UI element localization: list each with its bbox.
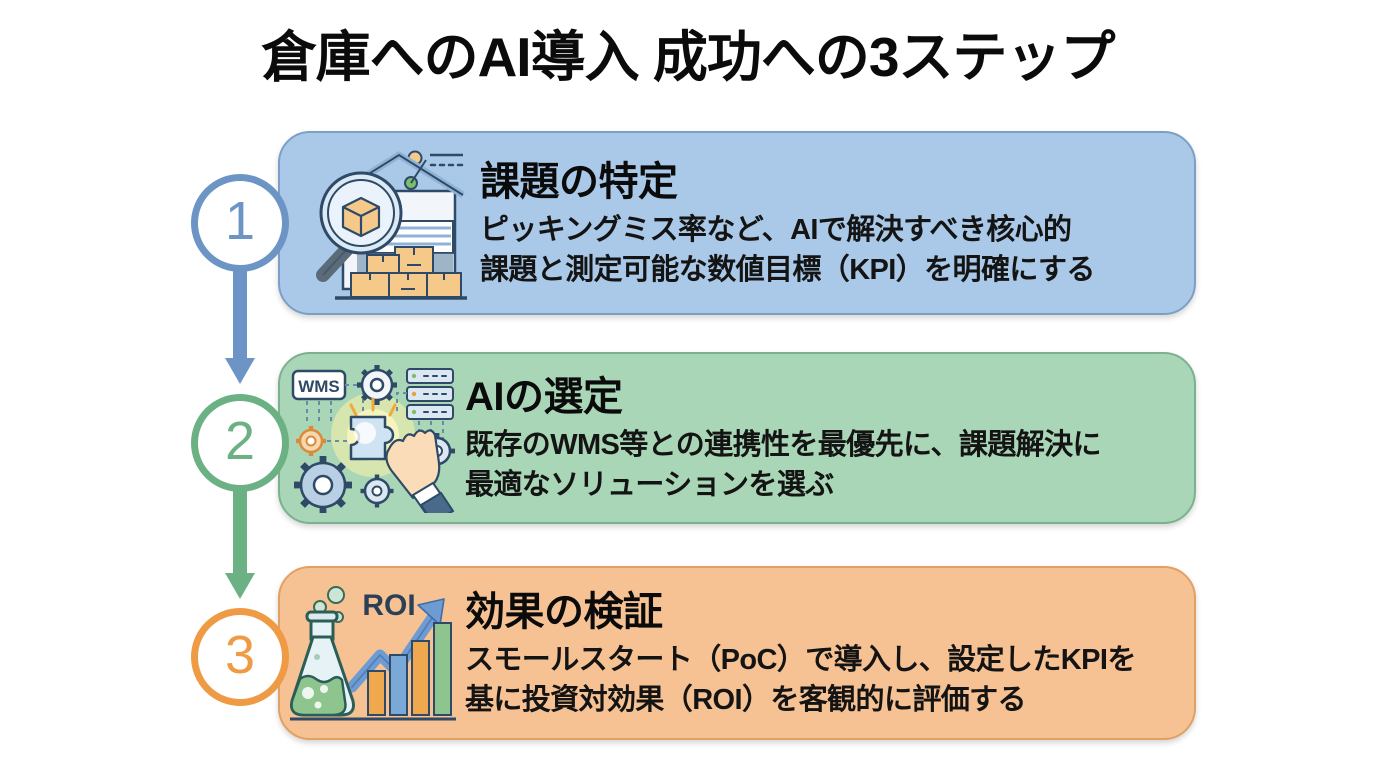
step-number-badge-3: 3 [191, 608, 289, 706]
step-number-label: 2 [224, 411, 256, 471]
step-heading: 効果の検証 [465, 589, 663, 634]
step-description-line: 既存のWMS等との連携性を最優先に、課題解決に [465, 428, 1102, 461]
step-connector-rail: 1 2 3 [178, 120, 308, 740]
step-card-2: WMS [278, 352, 1196, 524]
step-card-3-text: 効果の検証 スモールスタート（PoC）で導入し、設定したKPIを 基に投資対効果… [465, 586, 1194, 720]
step-number-badge-2: 2 [191, 394, 289, 492]
step-number-badge-1: 1 [191, 174, 289, 272]
step-card-1-text: 課題の特定 ピッキングミス率など、AIで解決すべき核心的 課題と測定可能な数値目… [480, 156, 1194, 290]
step-card-3: ROI [278, 566, 1196, 740]
step-number-label: 1 [224, 191, 256, 251]
arrow-head-icon [225, 358, 255, 384]
connector-arrow-1-to-2 [225, 260, 255, 384]
step-card-2-text: AIの選定 既存のWMS等との連携性を最優先に、課題解決に 最適なソリューション… [465, 371, 1194, 505]
roi-icon-label: ROI [362, 589, 415, 622]
flask-growth-chart-icon: ROI [280, 568, 465, 738]
step-description-line: 課題と測定可能な数値目標（KPI）を明確にする [480, 254, 1095, 286]
arrow-shaft [233, 260, 247, 360]
page-title: 倉庫へのAI導入 成功への3ステップ [261, 26, 1116, 88]
step-heading: AIの選定 [465, 374, 623, 419]
step-description-line: ピッキングミス率など、AIで解決すべき核心的 [480, 213, 1072, 246]
puzzle-gears-hand-icon: WMS [280, 354, 465, 522]
arrow-head-icon [225, 573, 255, 599]
step-card-1: 課題の特定 ピッキングミス率など、AIで解決すべき核心的 課題と測定可能な数値目… [278, 131, 1196, 315]
step-description-line: 基に投資対効果（ROI）を客観的に評価する [465, 684, 1027, 716]
step-description-line: 最適なソリューションを選ぶ [465, 469, 834, 501]
step-number-label: 3 [224, 625, 256, 685]
step-description-line: スモールスタート（PoC）で導入し、設定したKPIを [465, 643, 1136, 676]
warehouse-magnifier-icon [280, 133, 480, 313]
arrow-shaft [233, 480, 247, 575]
step-heading: 課題の特定 [480, 159, 678, 204]
wms-icon-label: WMS [298, 377, 340, 396]
connector-arrow-2-to-3 [225, 480, 255, 599]
